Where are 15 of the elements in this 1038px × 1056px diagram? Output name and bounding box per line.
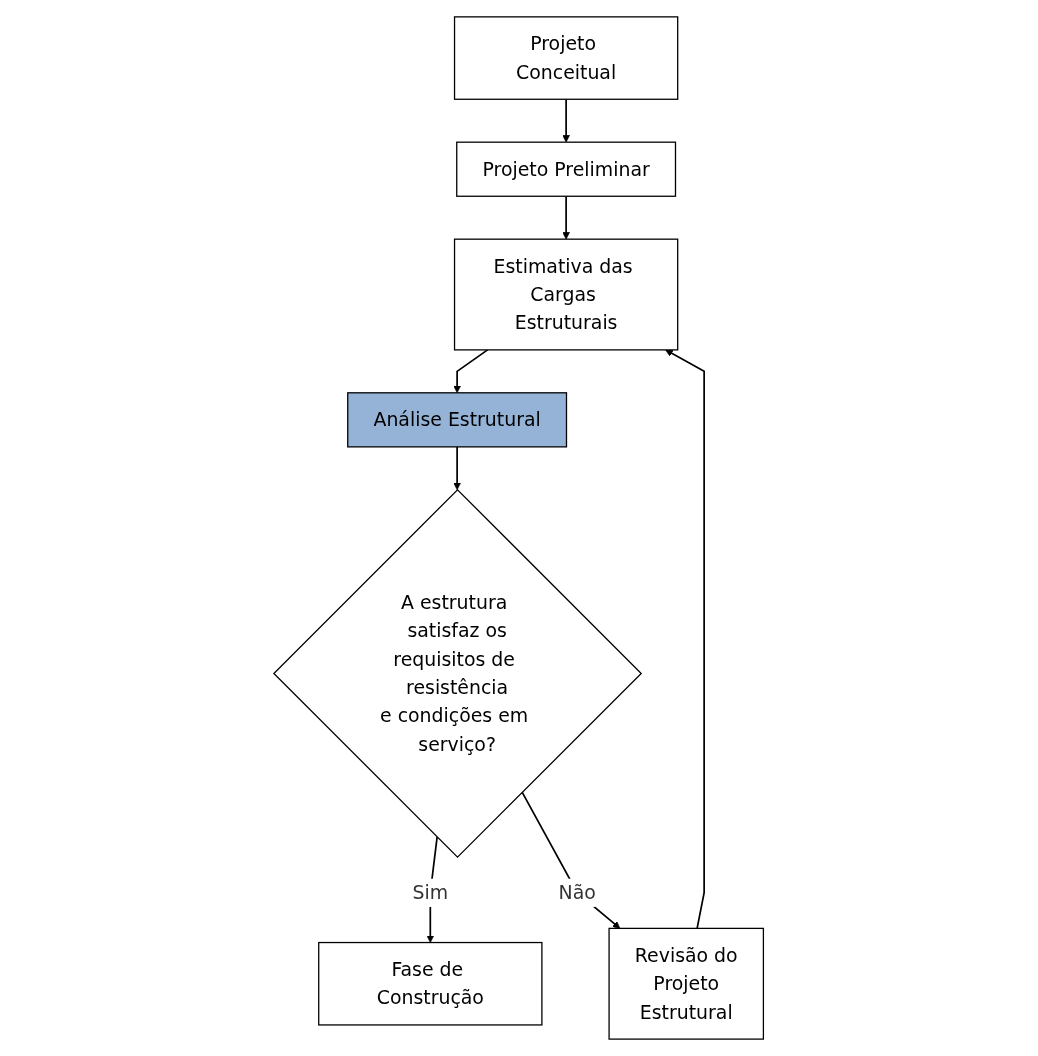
arrow — [453, 349, 489, 394]
edge-label: Sim — [412, 882, 449, 904]
arrow — [562, 195, 571, 240]
node-diamond: A estrutura satisfaz os requisitos de resistência e condições em serviço? — [273, 488, 643, 859]
arrow — [665, 349, 706, 930]
node-box: Revisão do Projeto Estrutural — [608, 927, 765, 1040]
node-box: Fase de Construção — [318, 941, 543, 1026]
arrow — [562, 98, 571, 143]
node-box: Projeto Conceitual — [454, 16, 679, 100]
node-box: Projeto Preliminar — [456, 141, 677, 197]
node-box: Estimativa das Cargas Estruturais — [454, 238, 679, 351]
arrow — [453, 446, 462, 491]
arrow — [521, 791, 621, 929]
edge-label: Não — [558, 882, 597, 904]
node-box: Análise Estrutural — [347, 392, 568, 448]
